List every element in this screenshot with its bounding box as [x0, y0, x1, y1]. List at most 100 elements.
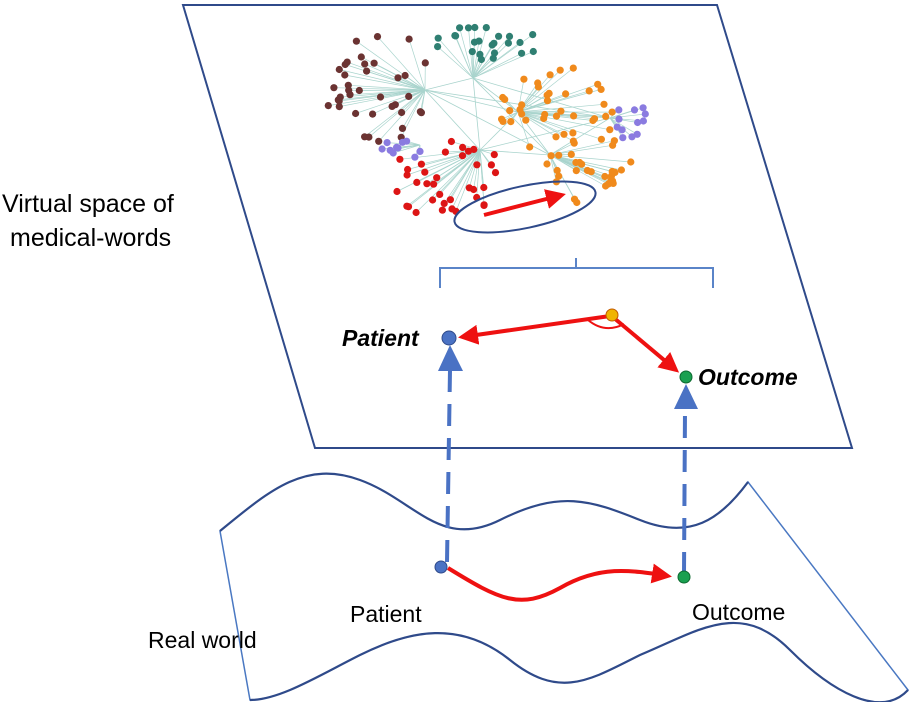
network-node [341, 71, 349, 79]
network-node [473, 161, 481, 169]
network-node [556, 66, 564, 74]
real-world-label: Real world [148, 627, 257, 653]
network-node [363, 67, 371, 75]
network-node [388, 102, 396, 110]
network-node [446, 196, 454, 204]
network-node [482, 24, 490, 32]
network-edge [472, 58, 494, 79]
network-edge [359, 89, 426, 91]
network-node [458, 152, 467, 160]
network-hub-edge [472, 77, 611, 119]
network-node [495, 32, 503, 40]
network-node [398, 138, 407, 146]
network-node [405, 92, 413, 100]
network-edge [437, 37, 474, 79]
network-node [639, 104, 647, 112]
network-edge [451, 149, 481, 210]
network-edge [347, 61, 426, 91]
network-node [447, 137, 455, 146]
network-red-arrow [483, 189, 566, 217]
network-node [335, 103, 343, 111]
network-edge [609, 117, 638, 135]
network-edge [416, 149, 481, 183]
network-node [491, 169, 500, 177]
network-edge [517, 111, 610, 131]
network-node [365, 133, 373, 141]
network-node [562, 90, 570, 98]
network-node [516, 106, 524, 114]
network-node [505, 32, 514, 41]
network-node [421, 168, 429, 176]
network-node [413, 178, 421, 186]
network-edge [472, 41, 480, 79]
network-node [396, 155, 404, 163]
network-hub-edge [472, 77, 481, 151]
network-nodes [324, 23, 649, 217]
network-edge [368, 89, 426, 138]
zoom-bracket [439, 258, 714, 288]
network-node [590, 115, 599, 123]
network-node [434, 43, 442, 51]
network-node [585, 87, 593, 95]
network-node [430, 180, 438, 188]
real-patient-node [434, 560, 448, 574]
virtual-patient-arrow [458, 314, 611, 345]
network-node [352, 109, 360, 118]
network-edge [472, 42, 475, 79]
network-edge [408, 38, 426, 91]
network-node [404, 165, 412, 174]
network-node [324, 102, 332, 110]
network-node [489, 54, 497, 62]
network-edge [372, 89, 426, 115]
network-edge [404, 75, 426, 91]
network-node [471, 23, 479, 32]
network-edge [377, 36, 426, 91]
network-node [336, 93, 344, 101]
network-node [393, 143, 401, 151]
virtual-patient-label: Patient [342, 325, 420, 351]
network-edge [348, 84, 426, 91]
network-node [627, 158, 635, 166]
network-node [490, 39, 498, 47]
network-node [609, 141, 617, 149]
network-node [464, 24, 473, 32]
network-node [602, 112, 610, 120]
network-node [545, 89, 553, 97]
network-node [429, 196, 437, 204]
network-node [526, 143, 534, 151]
network-node [615, 106, 623, 114]
real-outcome-label: Outcome [692, 599, 785, 625]
network-edge [517, 111, 602, 140]
network-edge [549, 154, 575, 200]
network-edge [437, 46, 474, 79]
network-node [480, 201, 488, 209]
network-node [594, 80, 602, 88]
network-node [434, 34, 442, 42]
network-node [543, 160, 551, 168]
network-node [369, 110, 377, 118]
network-node [375, 137, 383, 145]
network-node [459, 143, 467, 151]
network-node [480, 183, 488, 192]
network-node [529, 30, 537, 39]
network-node [541, 110, 549, 119]
virtual-space-plane [181, 4, 854, 449]
network-node [465, 184, 473, 192]
network-edge [339, 69, 426, 91]
network-node [555, 151, 563, 159]
network-node [376, 93, 385, 101]
network-node [345, 86, 353, 94]
network-node [572, 167, 580, 175]
network-hub-edge [424, 89, 519, 113]
network-node [476, 50, 484, 59]
network-edge [328, 89, 426, 106]
network-edge [549, 154, 622, 171]
network-node [601, 172, 609, 181]
network-edge [479, 149, 496, 173]
network-node [597, 85, 605, 93]
network-node [560, 130, 568, 138]
network-node [606, 126, 614, 134]
network-node [433, 174, 441, 182]
network-node [569, 64, 577, 72]
